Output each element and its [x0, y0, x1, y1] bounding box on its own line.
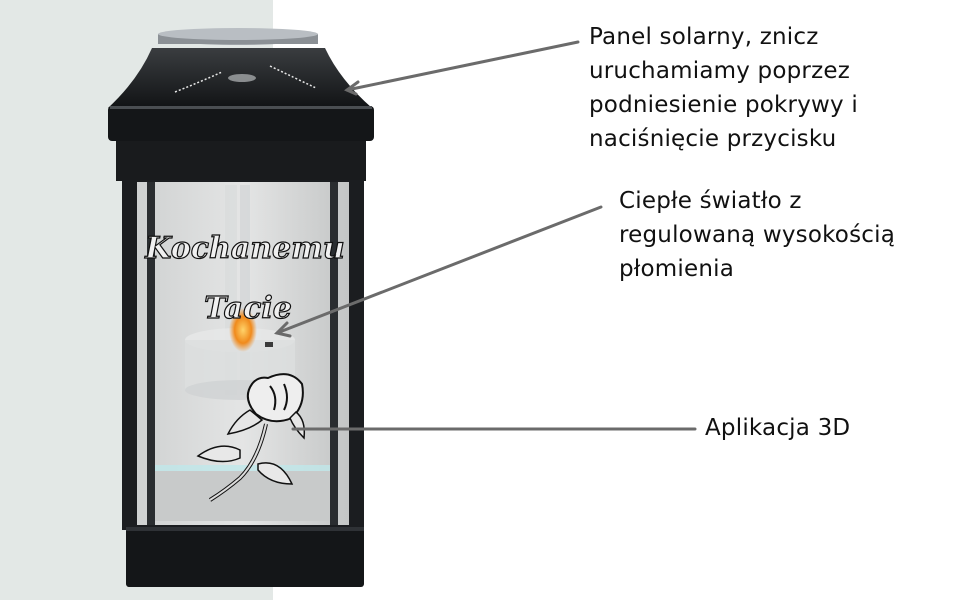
callout-line: uruchamiamy poprzez	[589, 58, 850, 84]
pointer-lines	[274, 40, 697, 431]
led-candle	[185, 185, 295, 400]
inscription: Kochanemu Tacie	[144, 230, 346, 326]
solar-panel	[158, 28, 318, 45]
inscription-line-1: Kochanemu	[144, 231, 344, 266]
callout-line: Panel solarny, znicz	[589, 24, 819, 50]
callout-warm-light: Ciepłe światło z regulowaną wysokością p…	[619, 184, 895, 286]
arrowhead-solar-panel	[344, 80, 360, 96]
callout-3d-application: Aplikacja 3D	[705, 411, 850, 445]
inscription-line-2: Tacie	[204, 291, 292, 326]
arrowhead-warm-light	[274, 321, 292, 338]
callout-line: Aplikacja 3D	[705, 415, 851, 441]
pointer-solar-panel	[345, 40, 580, 92]
callout-line: podniesienie pokrywy i	[589, 92, 858, 118]
lantern-base	[126, 527, 364, 587]
callout-line: naciśnięcie przycisku	[589, 126, 837, 152]
callout-line: Ciepłe światło z	[619, 188, 802, 214]
pointer-warm-light	[275, 205, 603, 335]
callout-solar-panel: Panel solarny, znicz uruchamiamy poprzez…	[589, 20, 858, 156]
rose-applique	[196, 373, 306, 502]
callout-line: regulowaną wysokością	[619, 222, 895, 248]
lantern-roof	[108, 48, 374, 181]
callout-line: płomienia	[619, 256, 735, 282]
